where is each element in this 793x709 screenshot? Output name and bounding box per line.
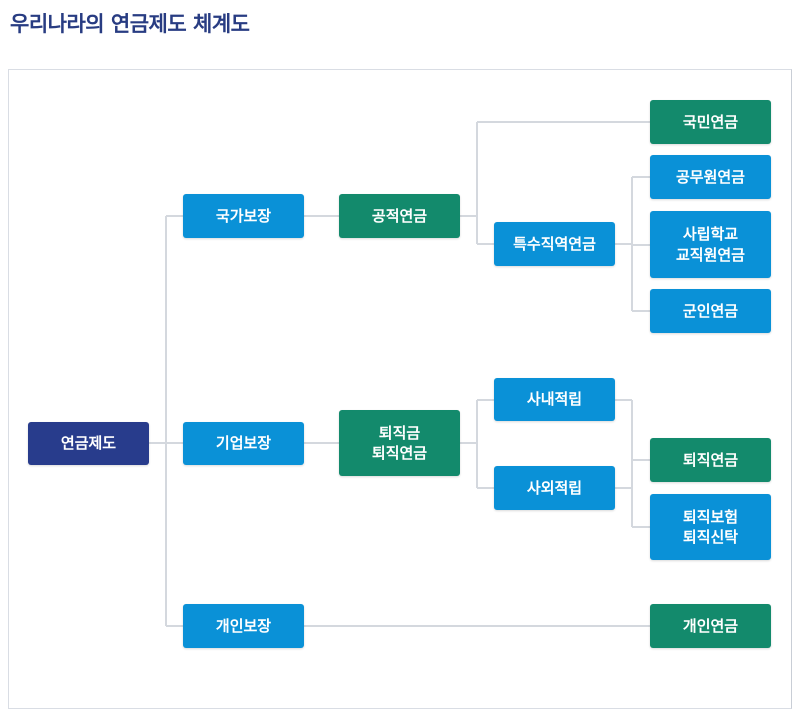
node-personal-guarantee: 개인보장 [183,604,304,648]
node-retirement-pension: 퇴직연금 [650,438,771,482]
node-civil-servant-pension: 공무원연금 [650,155,771,199]
node-public-pension: 공적연금 [339,194,460,238]
node-retirement-allowance: 퇴직금 퇴직연금 [339,410,460,476]
node-special-occupation-pension: 특수직역연금 [494,222,615,266]
node-personal-pension: 개인연금 [650,604,771,648]
page-title: 우리나라의 연금제도 체계도 [10,12,250,36]
node-pension-system: 연금제도 [28,422,149,465]
node-military-pension: 군인연금 [650,289,771,333]
node-national-pension: 국민연금 [650,100,771,144]
node-external-reserve: 사외적립 [494,466,615,510]
node-national-guarantee: 국가보장 [183,194,304,238]
node-retirement-insurance-trust: 퇴직보험 퇴직신탁 [650,494,771,560]
node-in-house-reserve: 사내적립 [494,378,615,421]
node-private-school-pension: 사립학교 교직원연금 [650,211,771,278]
connector-lines [149,121,650,627]
node-corporate-guarantee: 기업보장 [183,422,304,465]
